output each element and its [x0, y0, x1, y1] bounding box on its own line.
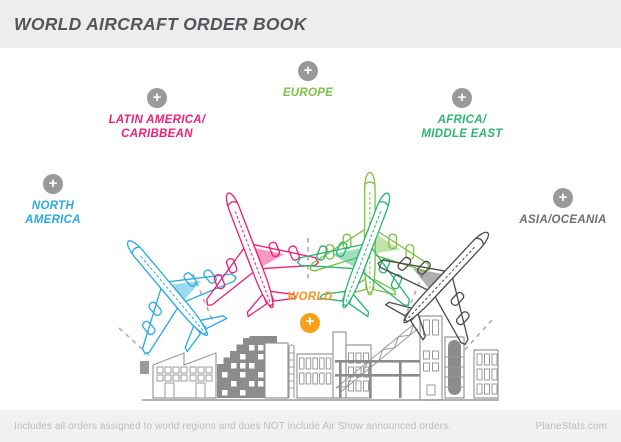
region-africa-middle-east: + AFRICA/ MIDDLE EAST — [402, 88, 522, 142]
footer-bar: Includes all orders assigned to world re… — [0, 410, 621, 442]
region-label-line: EUROPE — [282, 87, 334, 99]
plus-icon[interactable]: + — [43, 174, 63, 194]
region-label-line: LATIN AMERICA/ — [108, 114, 206, 126]
plus-icon[interactable]: + — [298, 61, 318, 81]
region-label-line: AMERICA — [25, 213, 81, 226]
region-latin-america-caribbean: + LATIN AMERICA/ CARIBBEAN — [97, 88, 217, 142]
airplane-icon — [309, 171, 431, 296]
region-label: ASIA/OCEANIA — [519, 214, 606, 228]
plus-icon[interactable]: + — [300, 312, 320, 333]
region-label-line: ASIA/OCEANIA — [519, 214, 607, 226]
main-canvas: + NORTH AMERICA + LATIN AMERICA/ CARIBBE… — [0, 48, 621, 410]
page-title: WORLD AIRCRAFT ORDER BOOK — [14, 13, 307, 34]
region-label-line: CARIBBEAN — [121, 127, 193, 140]
region-asia-oceania: + ASIA/OCEANIA — [503, 188, 621, 228]
region-label-line: AFRICA/ — [437, 114, 487, 126]
region-north-america: + NORTH AMERICA — [3, 174, 103, 228]
footnote: Includes all orders assigned to world re… — [14, 420, 452, 432]
plus-icon[interactable]: + — [553, 188, 573, 208]
plus-icon[interactable]: + — [452, 88, 472, 108]
region-label: WORLD — [288, 291, 333, 305]
plus-icon[interactable]: + — [147, 88, 167, 108]
brand-credit: PlaneStats.com — [535, 420, 607, 432]
title-bar: WORLD AIRCRAFT ORDER BOOK — [0, 0, 621, 48]
region-label: NORTH AMERICA — [25, 200, 81, 228]
region-label: LATIN AMERICA/ CARIBBEAN — [109, 114, 206, 142]
region-world: WORLD + — [275, 291, 345, 333]
region-label: AFRICA/ MIDDLE EAST — [421, 114, 502, 142]
region-label: EUROPE — [283, 87, 333, 101]
region-label-line: NORTH — [31, 200, 75, 212]
region-europe: + EUROPE — [258, 61, 358, 101]
plane-europe[interactable] — [246, 102, 431, 296]
region-label-line: WORLD — [287, 291, 333, 303]
region-label-line: MIDDLE EAST — [421, 127, 503, 140]
